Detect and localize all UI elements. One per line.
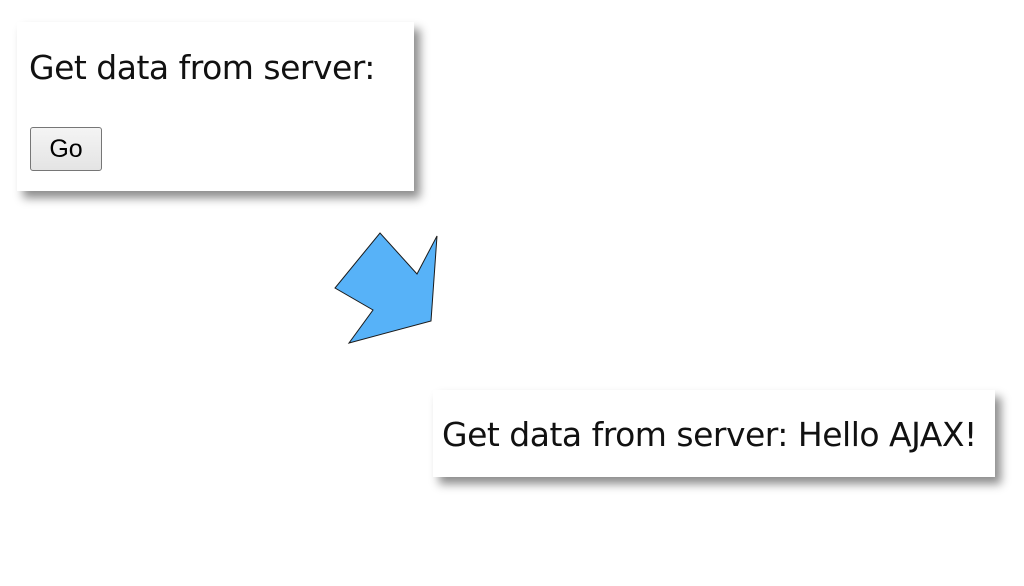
server-response: Hello AJAX!: [797, 415, 977, 454]
arrow-down-right-icon: [334, 232, 438, 344]
result-label: Get data from server:: [442, 415, 788, 454]
before-browser-panel: Get data from server: Go: [17, 22, 414, 191]
after-browser-panel: Get data from server: Hello AJAX!: [433, 390, 995, 477]
page-heading: Get data from server:: [29, 48, 375, 87]
go-button[interactable]: Go: [30, 127, 102, 171]
result-text: Get data from server: Hello AJAX!: [442, 415, 977, 454]
